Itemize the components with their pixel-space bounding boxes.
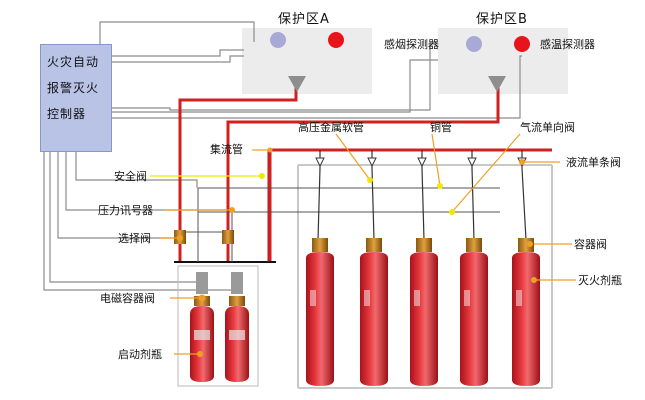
solenoid-valve-label: 电磁容器阀 xyxy=(100,292,155,305)
high-pressure-hose-label: 高压金属软管 xyxy=(298,121,364,134)
heat-detector-label: 感温探测器 xyxy=(540,38,595,51)
zone-a-title: 保护区A xyxy=(278,12,330,27)
leader-dots xyxy=(177,147,537,357)
protected-zone-b xyxy=(438,28,568,94)
controller-label-line2: 报警灭火 xyxy=(47,81,100,95)
main-rack xyxy=(297,164,553,389)
smoke-detector-label: 感烟探测器 xyxy=(384,38,439,51)
gas-check-valve-label: 气流单向阀 xyxy=(520,121,575,134)
selector-valve-label: 选择阀 xyxy=(118,232,151,245)
copper-pipe-label: 铜管 xyxy=(430,121,452,134)
detectors xyxy=(270,32,530,92)
zone-b-title: 保护区B xyxy=(476,12,528,27)
agent-cylinders xyxy=(306,238,540,386)
pressure-switch-label: 压力讯号器 xyxy=(98,204,153,217)
copper-lines xyxy=(184,187,500,262)
controller-label-line3: 控制器 xyxy=(47,107,87,121)
pilot-cylinders xyxy=(190,272,249,382)
pilot-rack xyxy=(177,265,259,387)
safety-valve-label: 安全阀 xyxy=(114,170,147,183)
liquid-check-valve-label: 液流单条阀 xyxy=(566,156,621,169)
controller-label-line1: 火灾自动 xyxy=(47,55,100,69)
container-valve-label: 容器阀 xyxy=(574,238,607,251)
fire-alarm-controller: 火灾自动 报警灭火 控制器 xyxy=(40,44,112,152)
signal-wires xyxy=(43,21,522,291)
collector-pipe-label: 集流管 xyxy=(210,143,243,156)
agent-cylinder-label: 灭火剂瓶 xyxy=(578,274,622,287)
leader-lines xyxy=(160,133,576,355)
pilot-cylinder-label: 启动剂瓶 xyxy=(118,348,162,361)
discharge-pipes xyxy=(178,82,552,262)
protected-zone-a xyxy=(242,28,372,94)
